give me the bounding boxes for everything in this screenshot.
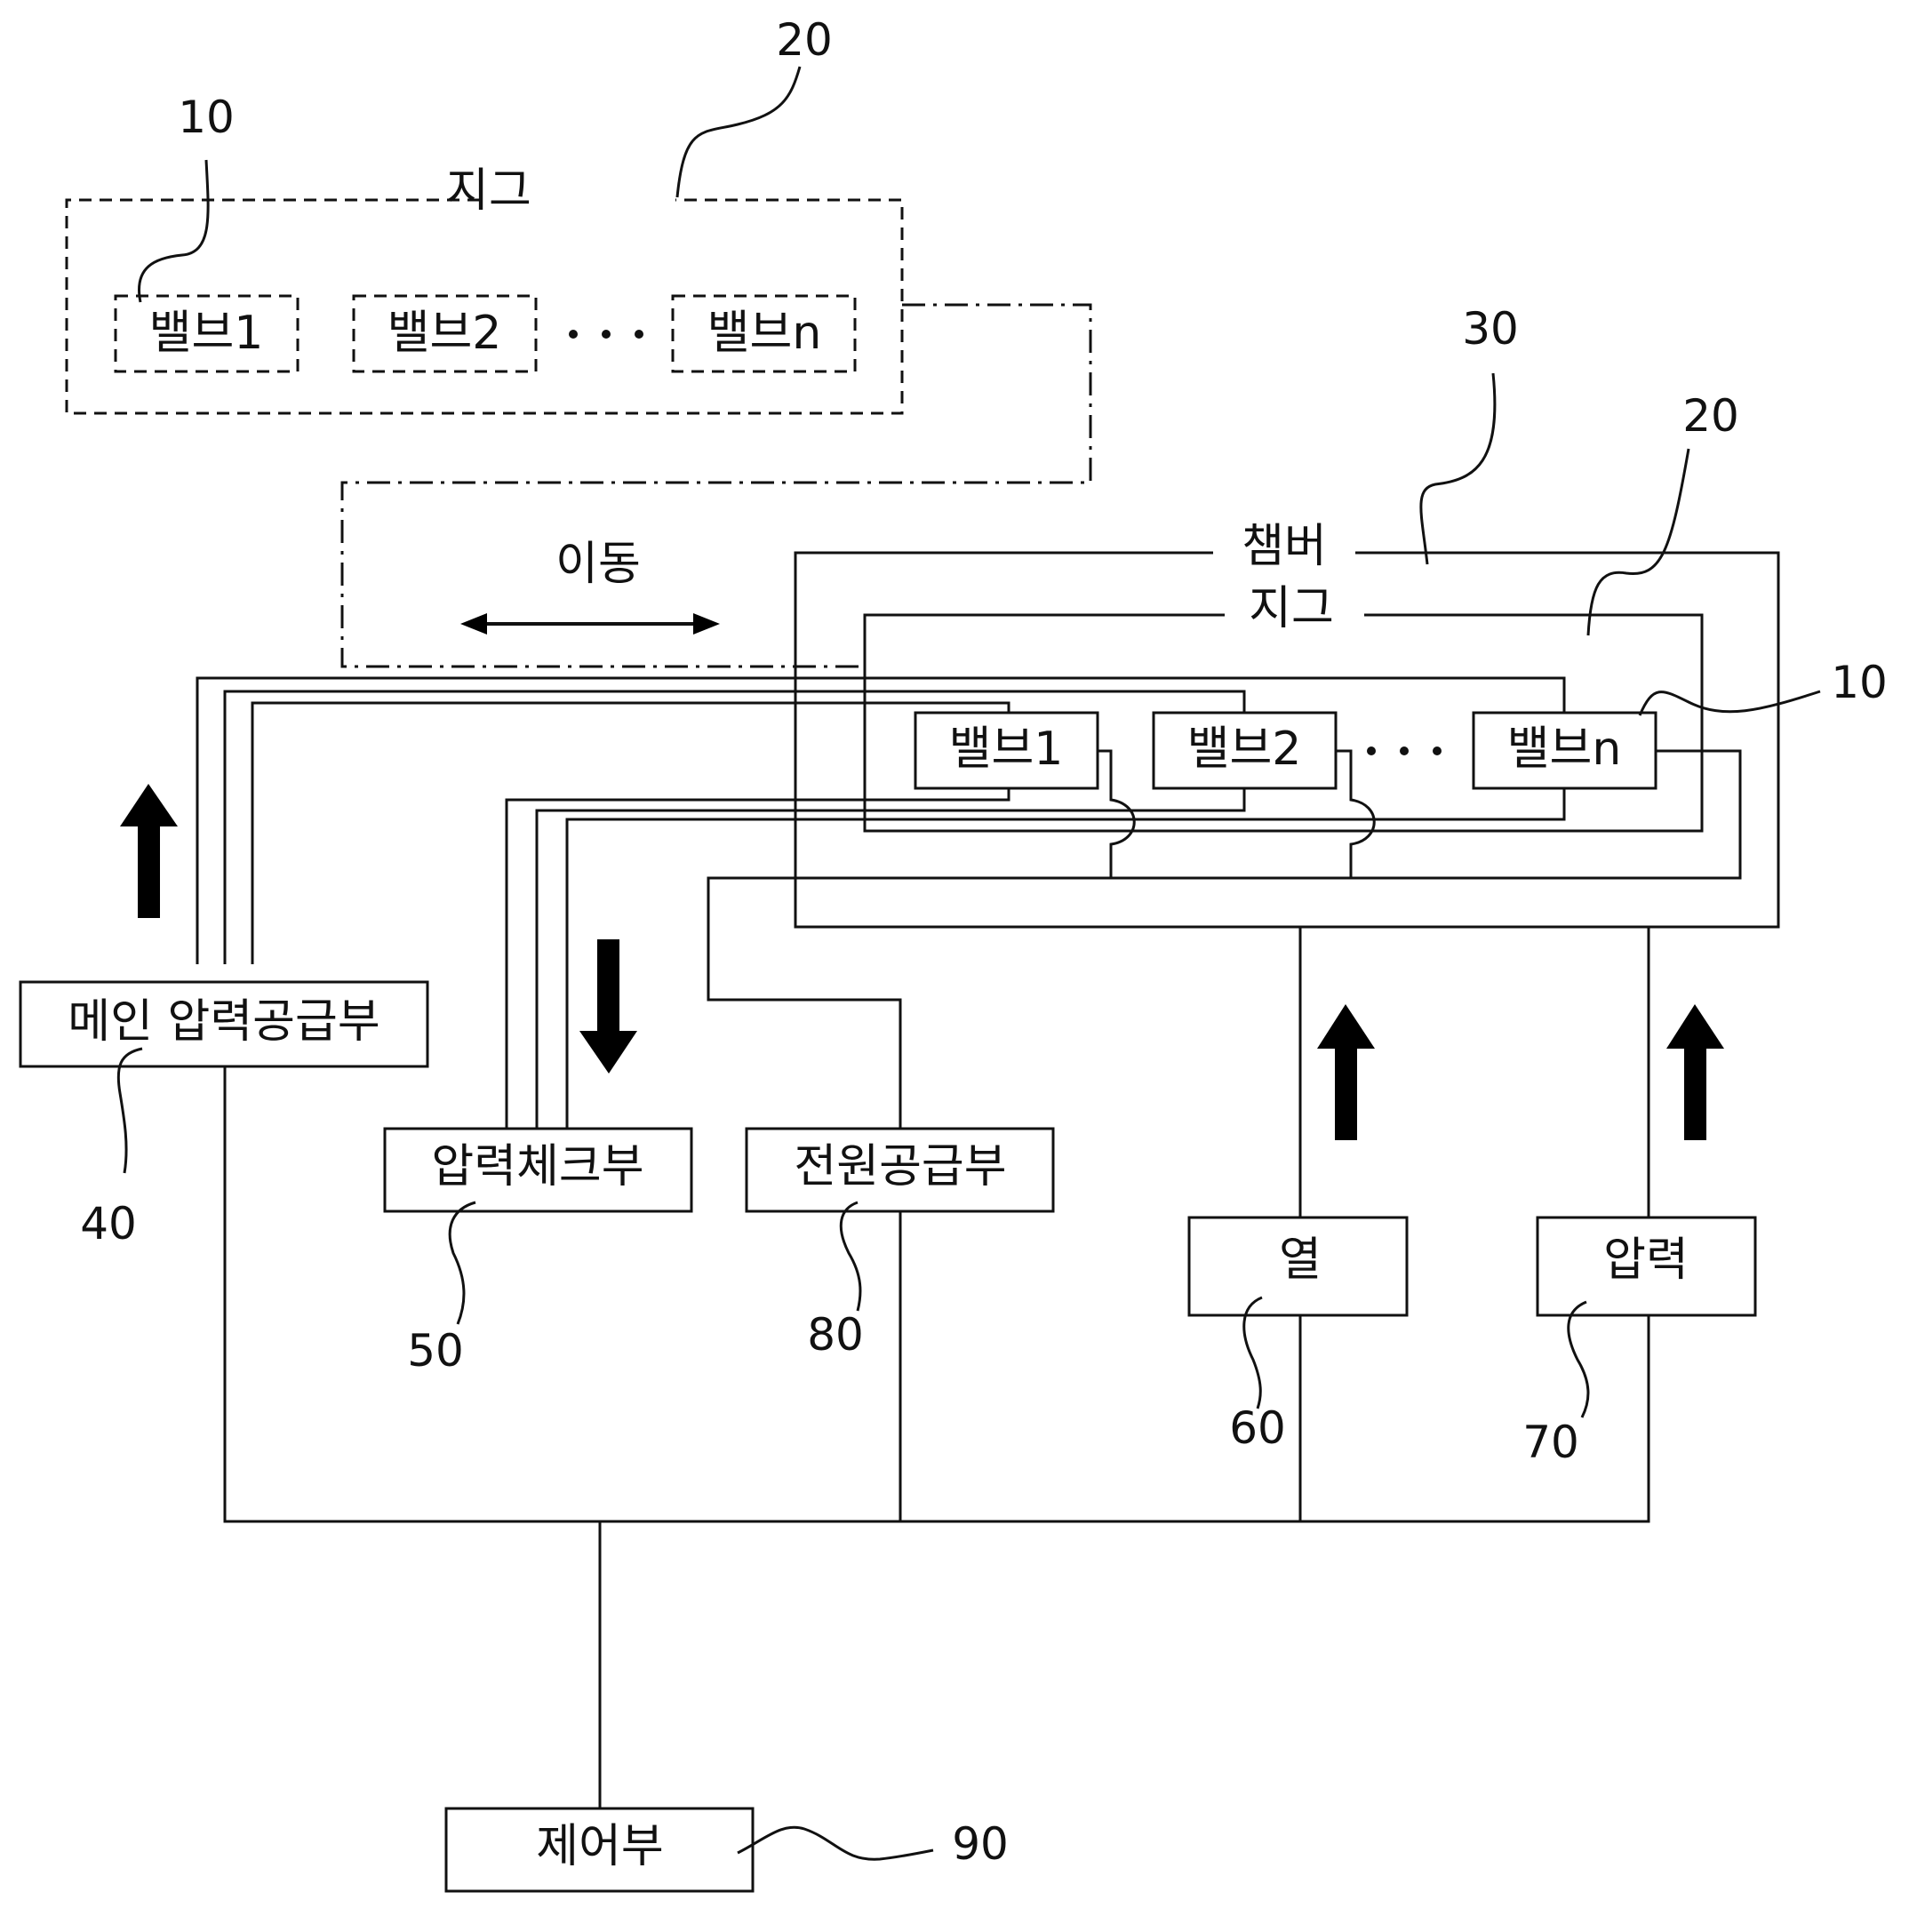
arrow-down-icon — [579, 939, 637, 1074]
control-ref: 90 — [952, 1818, 1009, 1870]
chamber-ref: 30 — [1462, 303, 1519, 355]
heat-label: 열 — [1279, 1233, 1322, 1287]
chamber-valve-2: 밸브2 — [1187, 723, 1302, 776]
control-unit: 제어부 90 — [444, 1807, 1009, 1893]
top-jig-valve-2: 밸브2 — [387, 307, 502, 360]
ellipsis-dot — [602, 330, 611, 339]
heat-ref: 60 — [1229, 1402, 1286, 1454]
move-label: 이동 — [555, 538, 641, 591]
pressure-check-unit: 압력체크부 50 — [383, 1127, 693, 1377]
move-path — [340, 303, 1092, 668]
top-jig-valve-1: 밸브1 — [149, 307, 264, 360]
chamber-jig-ref: 20 — [1682, 390, 1739, 442]
chamber-valve-ref: 10 — [1831, 657, 1888, 708]
top-jig-valve-ref: 10 — [178, 92, 235, 143]
top-jig-label: 지그 — [446, 164, 531, 218]
ellipsis-dot — [1433, 746, 1442, 755]
ellipsis-dot — [635, 330, 643, 339]
main-pressure-ref: 40 — [80, 1198, 137, 1249]
control-label: 제어부 — [536, 1820, 664, 1873]
pressure-label: 압력 — [1603, 1233, 1689, 1287]
chamber-jig-label: 지그 — [1249, 582, 1334, 635]
top-jig: 지그 밸브1 밸브2 밸브n 10 20 — [65, 14, 904, 415]
main-pressure-unit: 메인 압력공급부 40 — [19, 980, 429, 1249]
pressure-check-label: 압력체크부 — [431, 1140, 643, 1194]
heat-unit: 열 60 — [1187, 1216, 1409, 1454]
pressure-ref: 70 — [1522, 1417, 1579, 1468]
arrow-up-icon — [120, 784, 178, 918]
ellipsis-dot — [1400, 746, 1409, 755]
arrow-up-icon — [1317, 1004, 1375, 1140]
pressure-check-ref: 50 — [407, 1325, 464, 1377]
top-jig-ref: 20 — [776, 14, 833, 66]
power-supply-ref: 80 — [807, 1309, 864, 1361]
chamber: 챔버 지그 밸브1 밸브2 밸브n 30 20 10 — [196, 303, 1888, 1129]
chamber-label: 챔버 — [1242, 520, 1327, 573]
arrow-up-icon — [1666, 1004, 1724, 1140]
chamber-valve-n: 밸브n — [1507, 723, 1622, 776]
main-pressure-label: 메인 압력공급부 — [68, 995, 379, 1049]
double-arrow-icon — [460, 613, 720, 635]
top-jig-valve-n: 밸브n — [707, 307, 822, 360]
control-bus — [223, 1066, 1650, 1523]
ellipsis-dot — [1367, 746, 1376, 755]
power-supply-label: 전원공급부 — [794, 1140, 1006, 1194]
ellipsis-dot — [569, 330, 578, 339]
pressure-unit: 압력 70 — [1522, 1216, 1757, 1468]
chamber-valve-1: 밸브1 — [949, 723, 1064, 776]
power-supply-unit: 전원공급부 80 — [745, 1127, 1055, 1361]
